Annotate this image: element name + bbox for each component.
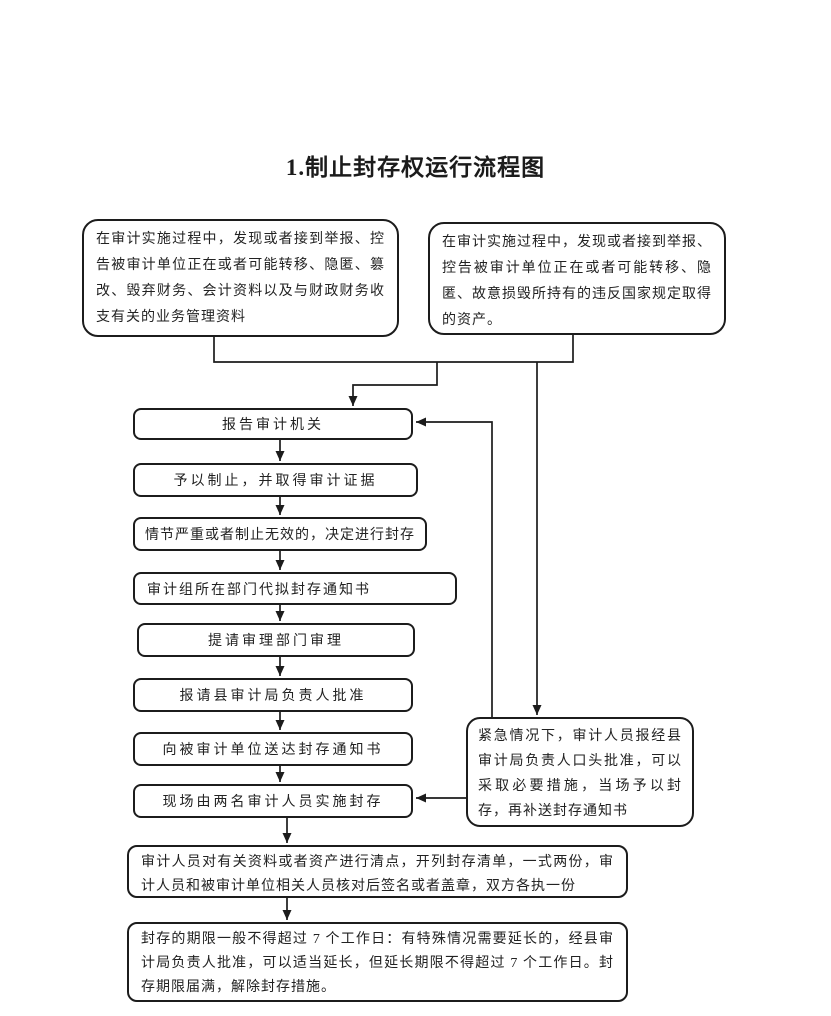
node-text: 在审计实施过程中，发现或者接到举报、控告被审计单位正在或者可能转移、隐匿、篡改、… [96, 232, 385, 325]
node-stop-and-obtain-evidence: 予以制止，并取得审计证据 [133, 463, 418, 497]
node-text: 现场由两名审计人员实施封存 [162, 795, 384, 810]
node-seal-time-limit: 封存的期限一般不得超过 7 个工作日：有特殊情况需要延长的，经县审计局负责人批准… [127, 922, 628, 1002]
page-title: 1.制止封存权运行流程图 [285, 155, 546, 180]
node-two-auditors-seal: 现场由两名审计人员实施封存 [133, 784, 413, 818]
node-deliver-seal-notice: 向被审计单位送达封存通知书 [133, 732, 413, 766]
connector-junction [213, 335, 574, 363]
node-report-audit-organ: 报告审计机关 [133, 408, 413, 440]
node-text: 紧急情况下，审计人员报经县审计局负责人口头批准，可以采取必要措施，当场予以封存，… [478, 729, 682, 819]
node-text: 报请县审计局负责人批准 [179, 689, 367, 704]
node-submit-for-review: 提请审理部门审理 [137, 623, 415, 657]
node-text: 报告审计机关 [222, 418, 324, 433]
arrow-junction-to-step1 [348, 362, 438, 406]
node-decide-to-seal: 情节严重或者制止无效的，决定进行封存 [133, 517, 427, 551]
node-text: 审计人员对有关资料或者资产进行清点，开列封存清单，一式两份，审计人员和被审计单位… [141, 855, 614, 894]
node-emergency-procedure: 紧急情况下，审计人员报经县审计局负责人口头批准，可以采取必要措施，当场予以封存，… [466, 717, 694, 827]
node-text: 向被审计单位送达封存通知书 [162, 743, 384, 758]
node-text: 在审计实施过程中，发现或者接到举报、控告被审计单位正在或者可能转移、隐匿、故意损… [442, 235, 712, 328]
node-request-approval: 报请县审计局负责人批准 [133, 678, 413, 712]
node-draft-seal-notice: 审计组所在部门代拟封存通知书 [133, 572, 457, 605]
node-text: 审计组所在部门代拟封存通知书 [147, 582, 371, 598]
node-text: 封存的期限一般不得超过 7 个工作日：有特殊情况需要延长的，经县审计局负责人批准… [141, 932, 614, 995]
node-condition-financial-data: 在审计实施过程中，发现或者接到举报、控告被审计单位正在或者可能转移、隐匿、篡改、… [82, 219, 399, 337]
node-text: 情节严重或者制止无效的，决定进行封存 [145, 528, 415, 543]
node-text: 提请审理部门审理 [208, 634, 344, 649]
arrow-emergency-to-step1 [416, 417, 493, 717]
node-text: 予以制止，并取得审计证据 [173, 474, 378, 489]
node-inventory-and-sign: 审计人员对有关资料或者资产进行清点，开列封存清单，一式两份，审计人员和被审计单位… [127, 845, 628, 898]
node-condition-illegal-assets: 在审计实施过程中，发现或者接到举报、控告被审计单位正在或者可能转移、隐匿、故意损… [428, 222, 726, 335]
